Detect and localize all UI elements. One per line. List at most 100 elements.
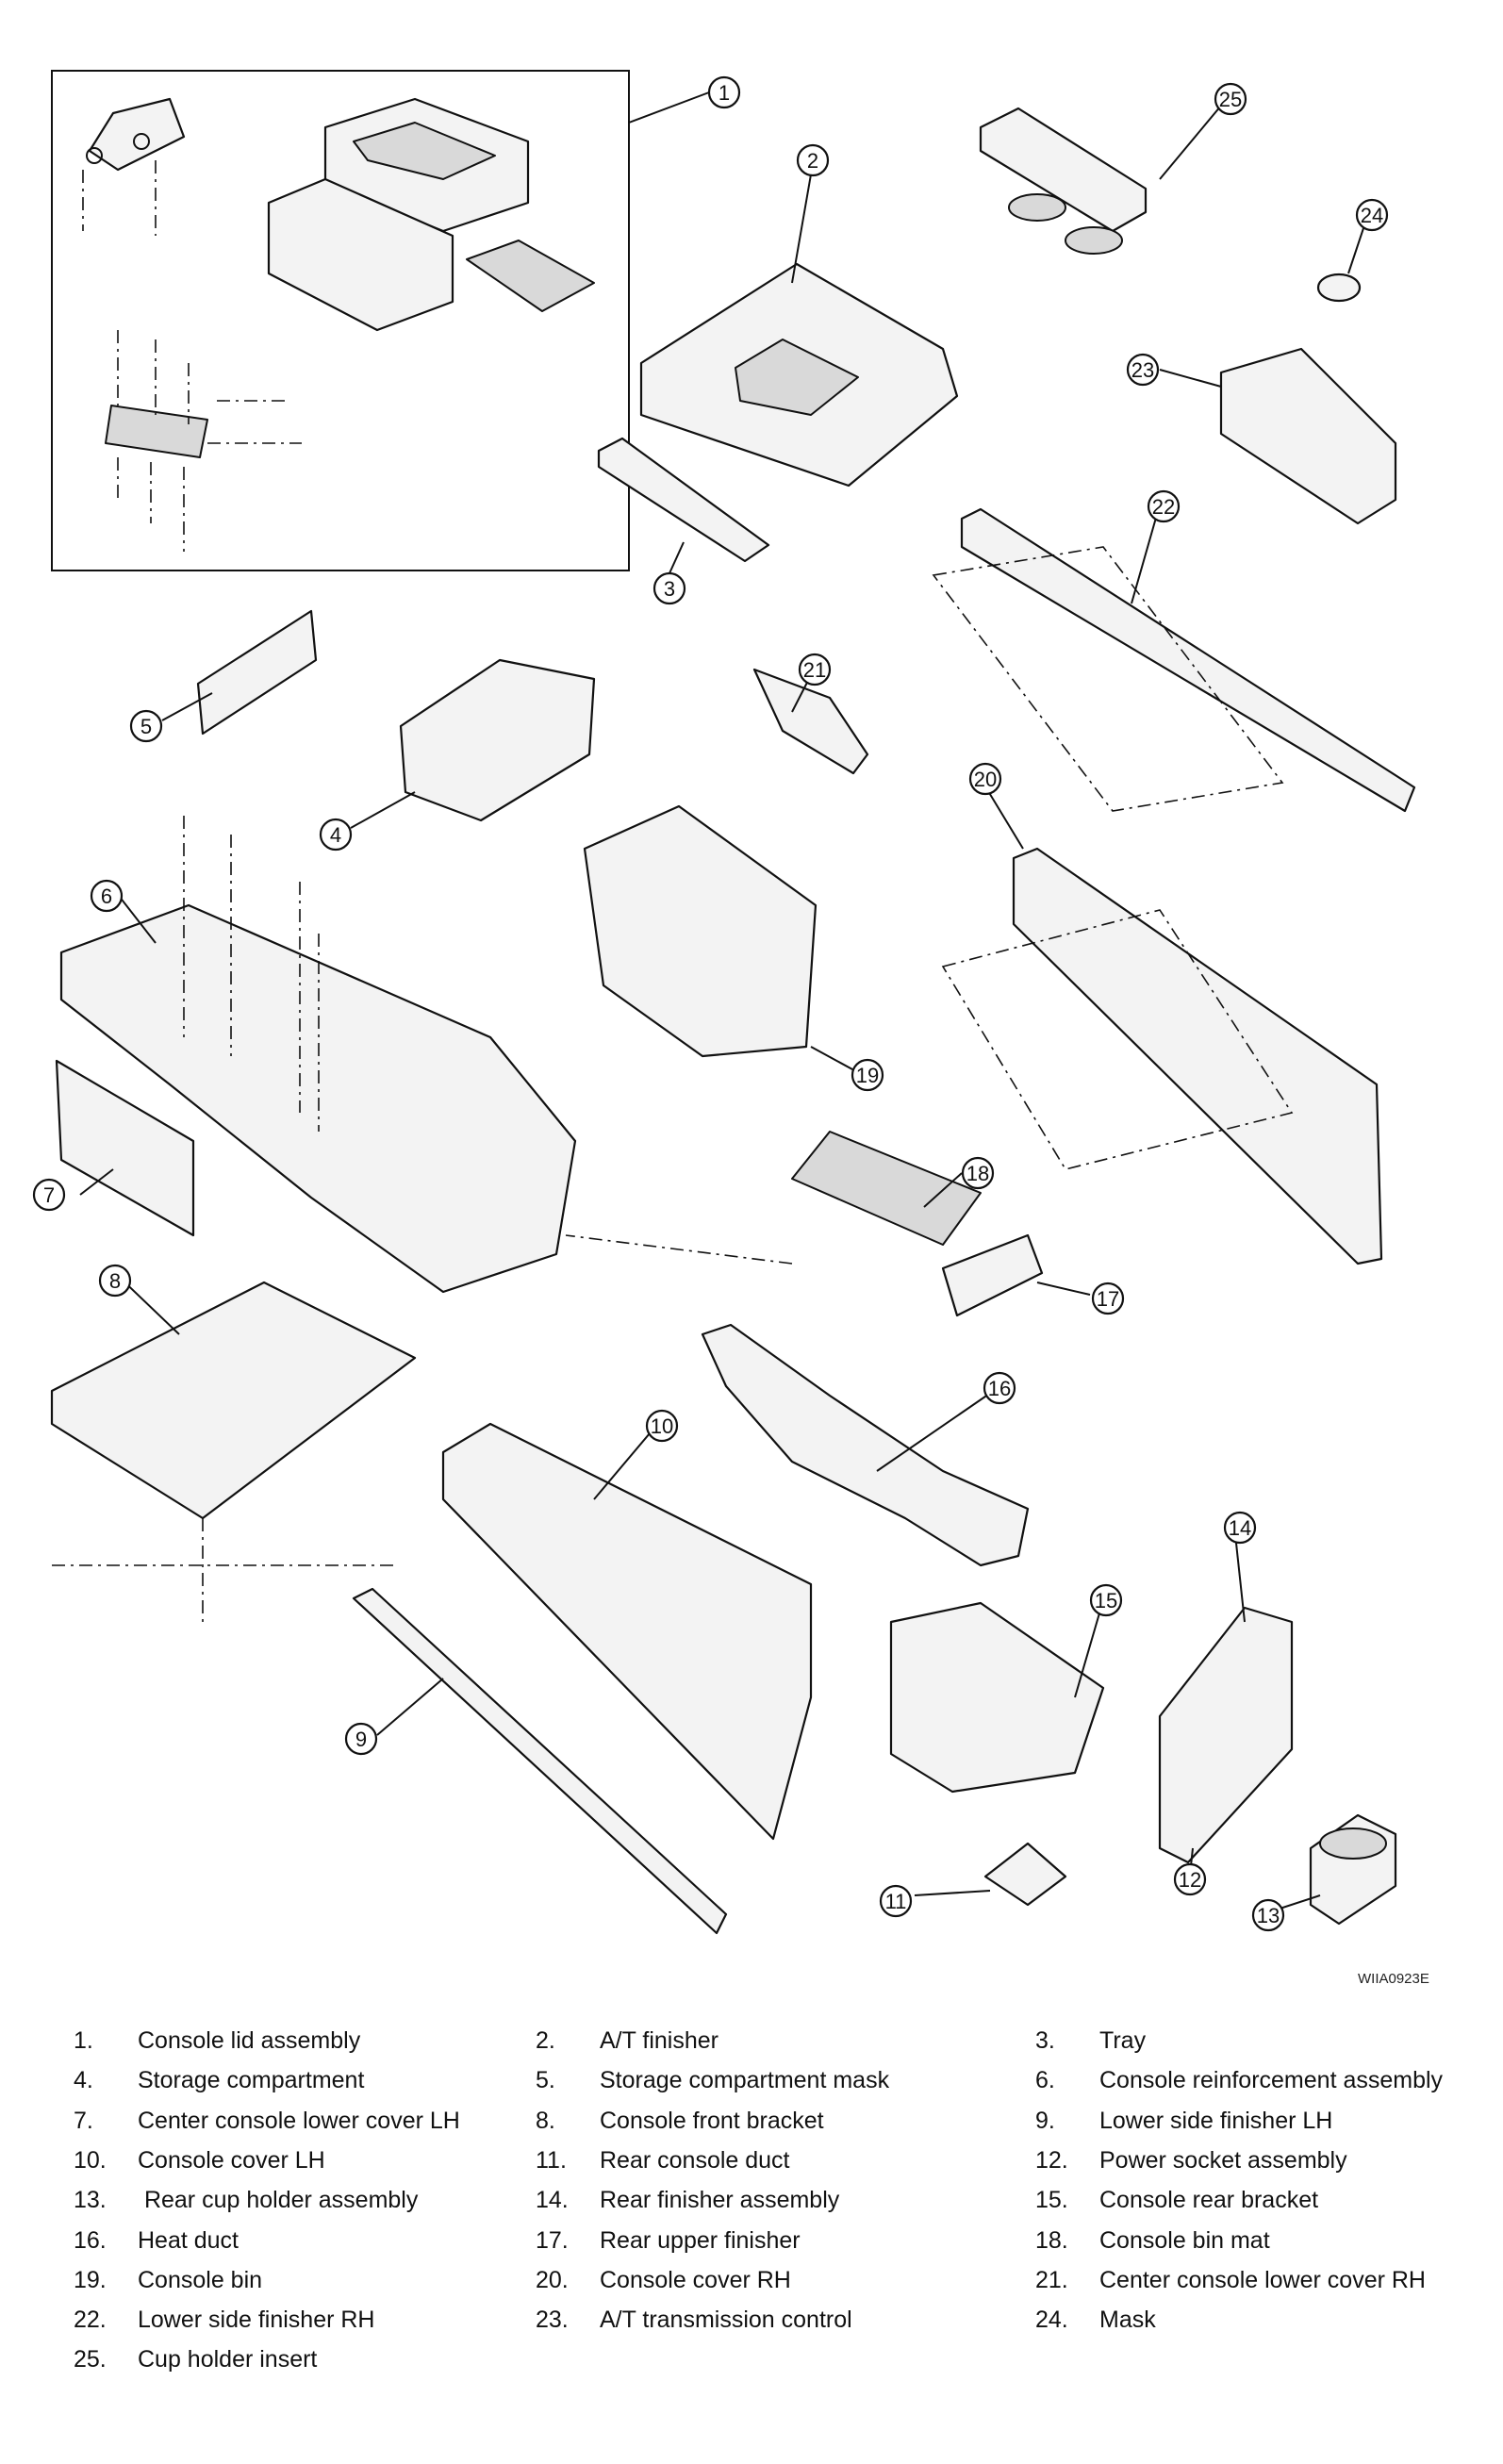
heat-duct-part [701, 1323, 1030, 1567]
legend-label: Rear cup holder assembly [138, 2187, 419, 2214]
callout-8: 8 [98, 1264, 132, 1298]
svg-text:13: 13 [1257, 1904, 1280, 1927]
callout-21: 21 [798, 653, 832, 686]
callout-1: 1 [707, 75, 741, 109]
callout-22: 22 [1147, 489, 1181, 523]
legend-label: Console cover RH [600, 2266, 791, 2293]
legend-number: 5. [536, 2067, 555, 2094]
legend-number: 18. [1035, 2226, 1068, 2254]
legend-label: Center console lower cover LH [138, 2107, 460, 2134]
callout-23: 23 [1126, 353, 1160, 387]
legend-number: 16. [74, 2226, 107, 2254]
legend-number: 12. [1035, 2146, 1068, 2174]
legend-number: 7. [74, 2107, 93, 2134]
callout-14: 14 [1223, 1511, 1257, 1545]
figure-id: WIIA0923E [1358, 1971, 1429, 1987]
svg-text:1: 1 [718, 81, 730, 105]
cup-holder-insert-part [979, 107, 1148, 233]
legend-number: 24. [1035, 2307, 1068, 2334]
legend-label: Cup holder insert [138, 2346, 318, 2373]
legend-label: A/T finisher [600, 2027, 718, 2054]
callout-3: 3 [652, 571, 686, 605]
legend-number: 10. [74, 2146, 107, 2174]
legend-number: 2. [536, 2027, 555, 2054]
callout-13: 13 [1251, 1898, 1285, 1932]
svg-text:2: 2 [807, 149, 818, 173]
svg-text:3: 3 [664, 577, 675, 601]
svg-text:19: 19 [856, 1064, 879, 1087]
legend-number: 15. [1035, 2187, 1068, 2214]
callout-24: 24 [1355, 198, 1389, 232]
legend-label: Tray [1099, 2027, 1147, 2054]
rear-console-duct-part [983, 1842, 1067, 1907]
legend-label: Console front bracket [600, 2107, 824, 2134]
legend-number: 19. [74, 2266, 107, 2293]
svg-text:21: 21 [803, 658, 826, 682]
svg-text:18: 18 [966, 1162, 989, 1185]
lower-cover-lh-part [55, 1059, 195, 1237]
svg-text:17: 17 [1097, 1287, 1119, 1311]
legend-number: 13. [74, 2187, 107, 2214]
callout-5: 5 [129, 709, 163, 743]
legend-label: Center console lower cover RH [1099, 2266, 1426, 2293]
svg-text:12: 12 [1179, 1868, 1201, 1892]
svg-text:24: 24 [1361, 204, 1383, 227]
tray-part [597, 437, 770, 563]
exploded-parts-diagram: 1 2 3 4 5 6 7 8 9 10 11 12 13 14 15 16 1… [32, 70, 1416, 1935]
rear-upper-finisher-part [941, 1233, 1044, 1317]
svg-text:23: 23 [1131, 358, 1154, 382]
legend-number: 3. [1035, 2027, 1055, 2054]
legend-label: Storage compartment [138, 2067, 365, 2094]
legend-number: 22. [74, 2307, 107, 2334]
svg-text:8: 8 [109, 1269, 121, 1293]
mask-part [1316, 273, 1362, 303]
callout-15: 15 [1089, 1583, 1123, 1617]
svg-text:10: 10 [651, 1414, 673, 1438]
lower-cover-rh-part [752, 668, 869, 775]
callout-9: 9 [344, 1722, 378, 1756]
legend-label: Rear console duct [600, 2146, 790, 2174]
callout-2: 2 [796, 143, 830, 177]
svg-text:7: 7 [43, 1183, 55, 1207]
svg-text:14: 14 [1229, 1516, 1251, 1540]
callout-19: 19 [851, 1058, 884, 1092]
svg-text:4: 4 [330, 823, 341, 847]
legend-number: 21. [1035, 2266, 1068, 2293]
callout-7: 7 [32, 1178, 66, 1212]
svg-text:20: 20 [974, 768, 997, 791]
svg-text:16: 16 [988, 1377, 1011, 1400]
storage-compartment-part [399, 658, 596, 822]
lower-finisher-lh-part [352, 1587, 728, 1935]
legend-label: Mask [1099, 2307, 1156, 2334]
legend-number: 1. [74, 2027, 93, 2054]
callout-17: 17 [1091, 1282, 1125, 1315]
console-front-bracket-part [50, 1281, 417, 1520]
svg-text:9: 9 [355, 1728, 367, 1751]
legend-number: 17. [536, 2226, 569, 2254]
legend-label: Console bin mat [1099, 2226, 1270, 2254]
legend-label: Rear upper finisher [600, 2226, 801, 2254]
callout-12: 12 [1173, 1862, 1207, 1896]
legend-number: 25. [74, 2346, 107, 2373]
svg-text:11: 11 [885, 1890, 907, 1913]
callout-16: 16 [983, 1371, 1016, 1405]
legend-number: 4. [74, 2067, 93, 2094]
console-lid-inset [51, 70, 630, 571]
legend-label: Console lid assembly [138, 2027, 361, 2054]
callout-20: 20 [968, 762, 1002, 796]
storage-mask-part [196, 609, 318, 736]
legend-label: Console bin [138, 2266, 263, 2293]
legend-number: 14. [536, 2187, 569, 2214]
rear-finisher-part [1158, 1606, 1294, 1864]
legend-label: Rear finisher assembly [600, 2187, 840, 2214]
legend-label: Console rear bracket [1099, 2187, 1319, 2214]
console-cover-rh-part [1012, 847, 1383, 1265]
parts-legend: 1. Console lid assembly 2. A/T finisher 3. Tr… [0, 2027, 1503, 2442]
legend-number: 11. [536, 2146, 567, 2174]
legend-number: 9. [1035, 2107, 1055, 2134]
callout-6: 6 [90, 879, 124, 913]
legend-label: Console cover LH [138, 2146, 325, 2174]
at-control-part [1219, 347, 1397, 525]
lower-finisher-rh-part [960, 507, 1416, 813]
legend-label: Lower side finisher LH [1099, 2107, 1333, 2134]
